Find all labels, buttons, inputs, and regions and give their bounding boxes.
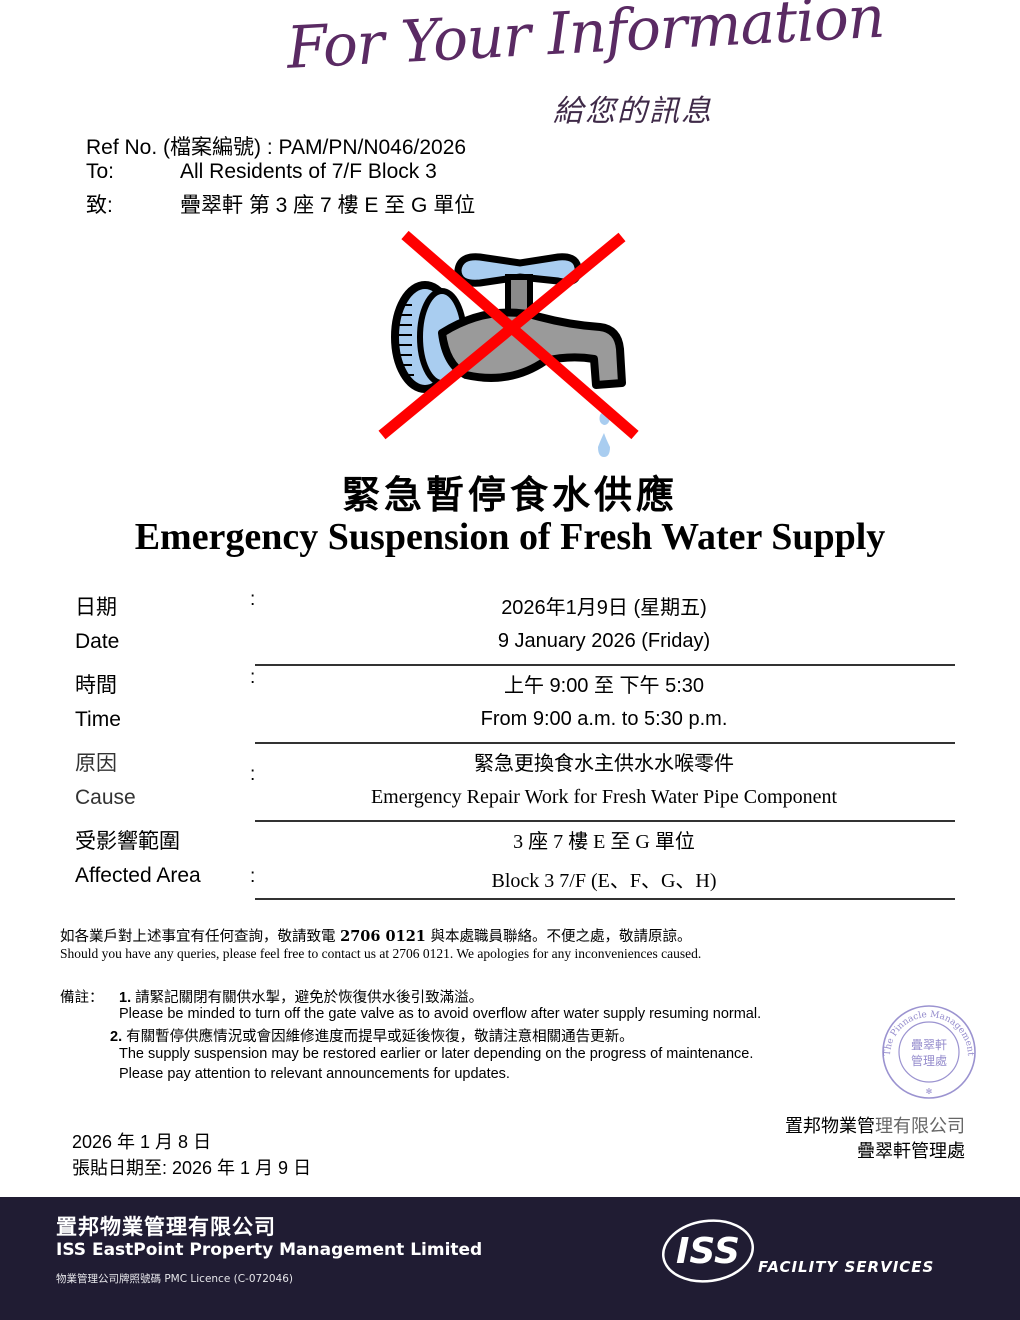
colon: : — [250, 589, 256, 610]
footer-company-en: ISS EastPoint Property Management Limite… — [56, 1240, 483, 1260]
colon: : — [250, 764, 256, 785]
posting-until-date: 張貼日期至: 2026 年 1 月 9 日 — [72, 1158, 312, 1178]
svg-text:管理處: 管理處 — [911, 1053, 947, 1068]
management-office-stamp: The Pinnacle Management Office 疊翠軒 管理處 ✻ — [876, 1004, 976, 1099]
area-value-zh: 3 座 7 樓 E 至 G 單位 — [513, 831, 695, 853]
date-label-en: Date — [75, 630, 120, 653]
remark-1-zh: 1. 請緊記關閉有關供水掣，避免於恢復供水後引致滿溢。 — [119, 986, 483, 1007]
remark-2-zh: 2. 有關暫停供應情況或會因維修進度而提早或延後恢復，敬請注意相關通告更新。 — [110, 1025, 634, 1046]
date-label-zh: 日期 — [75, 596, 117, 619]
row-time-zh: 時間 : 上午 9:00 至 下午 5:30 — [75, 663, 955, 702]
ref-value: PAM/PN/N046/2026 — [278, 136, 467, 159]
remark-number: 1. — [119, 990, 132, 1006]
row-cause-zh: 原因 緊急更換食水主供水水喉零件 — [75, 741, 955, 780]
row-area-zh: 受影響範圍 3 座 7 樓 E 至 G 單位 — [75, 819, 955, 858]
row-area-en: Affected Area : Block 3 7/F (E、F、G、H) — [75, 858, 955, 900]
date-value-zh: 2026年1月9日 (星期五) — [501, 597, 707, 619]
issue-date: 2026 年 1 月 8 日 — [72, 1132, 212, 1152]
time-label-zh: 時間 — [75, 674, 117, 697]
to-zh-value: 疊翠軒 第 3 座 7 樓 E 至 G 單位 — [180, 194, 476, 217]
date-value-en: 9 January 2026 (Friday) — [497, 630, 711, 652]
colon: : — [250, 667, 256, 688]
remark-1-en: Please be minded to turn off the gate va… — [119, 1006, 762, 1022]
row-date-en: Date 9 January 2026 (Friday) — [75, 624, 955, 666]
contact-note-en: Should you have any queries, please feel… — [60, 946, 702, 961]
to-zh-label: 致: — [86, 194, 113, 217]
svg-text:疊翠軒: 疊翠軒 — [911, 1038, 947, 1052]
footer-banner: 置邦物業管理有限公司 ISS EastPoint Property Manage… — [0, 1197, 1020, 1320]
reference-number: Ref No. (檔案編號) : PAM/PN/N046/2026 — [86, 131, 466, 161]
contact-phone: 2706 0121 — [340, 928, 426, 945]
signature-company: 置邦物業管理有限公司 — [785, 1112, 965, 1138]
svg-text:✻: ✻ — [926, 1087, 933, 1096]
row-time-en: Time From 9:00 a.m. to 5:30 p.m. — [75, 702, 955, 744]
remarks-label: 備註： — [60, 990, 104, 1006]
suspension-details: 日期 : 2026年1月9日 (星期五) Date 9 January 2026… — [75, 585, 955, 900]
area-label-zh: 受影響範圍 — [75, 830, 180, 853]
remark-number: 2. — [110, 1029, 123, 1045]
facility-services-tagline: FACILITY SERVICES — [758, 1258, 935, 1276]
for-your-information-zh: 給您的訊息 — [553, 94, 713, 129]
recipient-en: To: All Residents of 7/F Block 3 — [86, 160, 437, 184]
svg-text:ISS: ISS — [676, 1231, 740, 1272]
remark-text: 請緊記關閉有關供水掣，避免於恢復供水後引致滿溢。 — [135, 990, 484, 1006]
notice-title-en: Emergency Suspension of Fresh Water Supp… — [134, 516, 886, 558]
cause-label-zh: 原因 — [75, 752, 117, 775]
colon: : — [250, 866, 256, 887]
signature-office: 疊翠軒管理處 — [857, 1141, 965, 1161]
contact-text: 如各業戶對上述事宜有任何查詢，敬請致電 — [60, 929, 341, 945]
row-cause-en: Cause : Emergency Repair Work for Fresh … — [75, 764, 955, 822]
area-value-en: Block 3 7/F (E、F、G、H) — [491, 870, 717, 892]
iss-logo-icon: ISS — [661, 1219, 755, 1283]
cause-label-en: Cause — [75, 786, 136, 809]
row-date-zh: 日期 : 2026年1月9日 (星期五) — [75, 585, 955, 624]
to-label: To: — [86, 160, 115, 183]
ref-label: Ref No. (檔案編號) : — [86, 136, 273, 159]
area-label-en: Affected Area — [75, 864, 201, 887]
notice-title-zh: 緊急暫停食水供應 — [341, 472, 678, 517]
cause-value-en: Emergency Repair Work for Fresh Water Pi… — [370, 786, 838, 808]
company-text: 置邦物業管 — [785, 1116, 875, 1136]
footer-licence: 物業管理公司牌照號碼 PMC Licence (C-072046) — [56, 1273, 294, 1285]
cause-value-zh: 緊急更換食水主供水水喉零件 — [474, 753, 734, 775]
remark-2-en-line1: The supply suspension may be restored ea… — [119, 1046, 754, 1062]
remark-text: 有關暫停供應情況或會因維修進度而提早或延後恢復，敬請注意相關通告更新。 — [126, 1029, 634, 1045]
no-water-tap-icon — [378, 230, 639, 457]
time-value-en: From 9:00 a.m. to 5:30 p.m. — [480, 708, 728, 730]
footer-company-zh: 置邦物業管理有限公司 — [56, 1216, 276, 1239]
contact-note-zh: 如各業戶對上述事宜有任何查詢，敬請致電 2706 0121 與本處職員聯絡。不便… — [60, 925, 691, 946]
time-label-en: Time — [75, 708, 121, 731]
remark-2-en-line2: Please pay attention to relevant announc… — [119, 1066, 510, 1082]
contact-text: 與本處職員聯絡。不便之處，敬請原諒。 — [425, 929, 692, 945]
time-value-zh: 上午 9:00 至 下午 5:30 — [503, 675, 705, 697]
for-your-information-logo: For Your Information — [285, 0, 886, 82]
company-text: 理有限公司 — [875, 1116, 965, 1136]
to-value: All Residents of 7/F Block 3 — [180, 160, 437, 183]
recipient-zh: 致: 疊翠軒 第 3 座 7 樓 E 至 G 單位 — [86, 189, 475, 219]
